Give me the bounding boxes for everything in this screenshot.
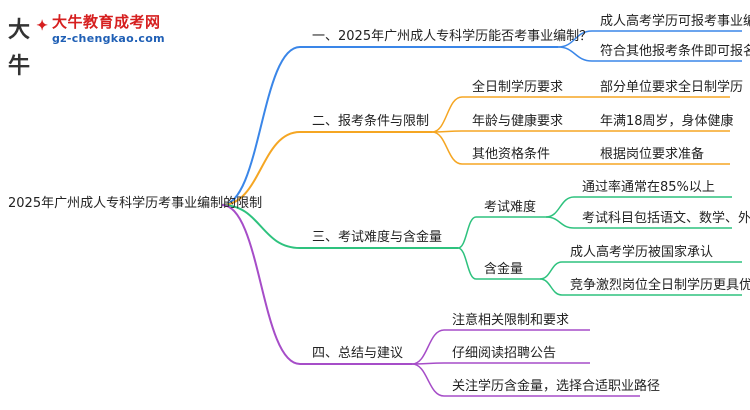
branch-2-sub-1-leaf: 部分单位要求全日制学历 — [600, 80, 744, 95]
branch-1-leaf-1: 成人高考学历可报考事业编制 — [600, 14, 750, 29]
site-logo[interactable]: 大牛✦ 大牛教育成考网 gz-chengkao.com — [8, 10, 208, 79]
connector-root-b2 — [221, 131, 301, 206]
branch-2-sub-3-leaf: 根据岗位要求准备 — [600, 147, 705, 162]
branch-2-sub-2-leaf: 年满18周岁，身体健康 — [600, 114, 734, 129]
branch-3-sub-1: 考试难度 — [484, 200, 537, 215]
branch-3-sub-1-leaf-2: 考试科目包括语文、数学、外语 — [582, 211, 750, 226]
logo-mark: 大牛✦ — [8, 12, 48, 79]
logo-url: gz-chengkao.com — [52, 32, 165, 45]
connector-b3-s2 — [457, 247, 477, 280]
connector-b3-s2-l2 — [539, 278, 563, 296]
branch-1-leaf-2: 符合其他报考条件即可报名 — [600, 44, 750, 59]
branch-4-leaf-3: 关注学历含金量，选择合适职业路径 — [452, 379, 661, 394]
branch-4-leaf-1: 注意相关限制和要求 — [452, 313, 570, 328]
branch-3-sub-2: 含金量 — [484, 262, 524, 277]
branch-1-label: 一、2025年广州成人专科学历能否考事业编制？ — [312, 29, 593, 44]
connector-b2-s1 — [431, 96, 463, 133]
branch-3-label: 三、考试难度与含金量 — [312, 230, 443, 245]
branch-4-leaf-2: 仔细阅读招聘公告 — [452, 346, 557, 361]
connector-b3-s1-l2 — [545, 216, 575, 229]
logo-name: 大牛教育成考网 — [52, 13, 161, 31]
connector-b3-s2-l1 — [539, 261, 563, 280]
branch-2-sub-1: 全日制学历要求 — [472, 80, 564, 95]
connector-b4-l1 — [411, 329, 445, 365]
connector-b3-s1 — [457, 216, 477, 249]
connector-root-b4 — [221, 204, 301, 365]
branch-2-label: 二、报考条件与限制 — [312, 114, 430, 129]
connector-root-b1 — [221, 46, 301, 206]
branch-3-sub-1-leaf-1: 通过率通常在85%以上 — [582, 180, 715, 195]
branch-4-label: 四、总结与建议 — [312, 346, 404, 361]
mindmap-root: 2025年广州成人专科学历考事业编制的限制 — [8, 196, 263, 211]
connector-root-b3 — [221, 204, 301, 249]
connector-b3-s1-l1 — [545, 196, 575, 218]
ox-horn-icon: ✦ — [36, 18, 48, 34]
connector-b4-l3 — [411, 363, 445, 397]
branch-2-sub-3: 其他资格条件 — [472, 147, 551, 162]
connector-b2-s3 — [431, 131, 463, 165]
connector-b1-l2 — [557, 46, 593, 62]
branch-3-sub-2-leaf-1: 成人高考学历被国家承认 — [570, 245, 714, 260]
branch-3-sub-2-leaf-2: 竞争激烈岗位全日制学历更具优势 — [570, 278, 750, 293]
branch-2-sub-2: 年龄与健康要求 — [472, 114, 564, 129]
